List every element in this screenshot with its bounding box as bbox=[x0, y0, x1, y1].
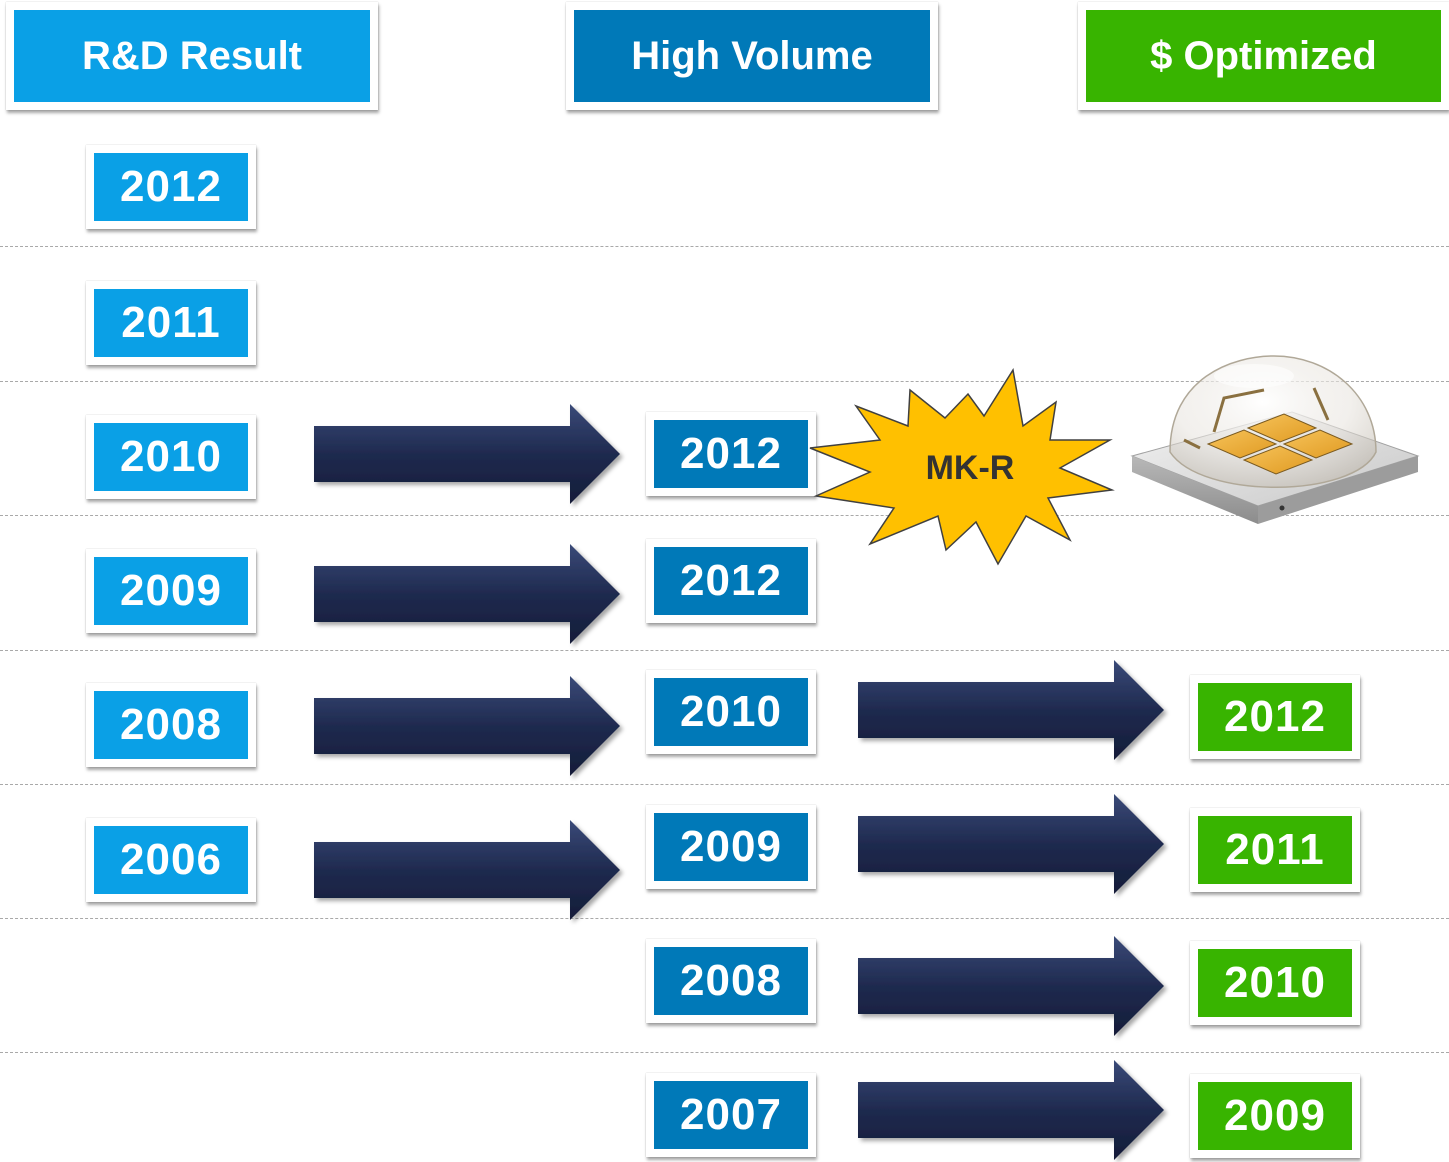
rd-year-box: 2008 bbox=[86, 683, 256, 767]
led-package-icon bbox=[1114, 348, 1430, 554]
row-divider bbox=[0, 1052, 1449, 1053]
right-arrow-icon bbox=[312, 674, 624, 778]
mk-r-starburst: MK-R bbox=[808, 367, 1118, 568]
hv-year-box: 2007 bbox=[646, 1073, 816, 1157]
opt-year-box: 2012 bbox=[1190, 675, 1360, 759]
hv-year-box: 2010 bbox=[646, 670, 816, 754]
rd-year-box: 2006 bbox=[86, 818, 256, 902]
hv-year-box: 2009 bbox=[646, 805, 816, 889]
header-rd-result: R&D Result bbox=[6, 2, 378, 110]
opt-year-box: 2009 bbox=[1190, 1074, 1360, 1158]
header-high-volume: High Volume bbox=[566, 2, 938, 110]
hv-year-box: 2012 bbox=[646, 539, 816, 623]
rd-year-box: 2012 bbox=[86, 145, 256, 229]
right-arrow-icon bbox=[856, 1058, 1168, 1162]
right-arrow-icon bbox=[856, 658, 1168, 762]
right-arrow-icon bbox=[312, 402, 624, 506]
hv-year-box: 2008 bbox=[646, 939, 816, 1023]
row-divider bbox=[0, 784, 1449, 785]
row-divider bbox=[0, 246, 1449, 247]
rd-year-box: 2011 bbox=[86, 281, 256, 365]
rd-year-box: 2009 bbox=[86, 549, 256, 633]
right-arrow-icon bbox=[312, 542, 624, 646]
right-arrow-icon bbox=[312, 818, 624, 922]
opt-year-box: 2011 bbox=[1190, 808, 1360, 892]
row-divider bbox=[0, 918, 1449, 919]
hv-year-box: 2012 bbox=[646, 412, 816, 496]
starburst-icon bbox=[809, 367, 1115, 566]
row-divider bbox=[0, 381, 1449, 382]
row-divider bbox=[0, 515, 1449, 516]
rd-year-box: 2010 bbox=[86, 415, 256, 499]
mk-r-label: MK-R bbox=[925, 448, 1015, 487]
header-optimized: $ Optimized bbox=[1078, 2, 1449, 110]
row-divider bbox=[0, 650, 1449, 651]
opt-year-box: 2010 bbox=[1190, 941, 1360, 1025]
right-arrow-icon bbox=[856, 792, 1168, 896]
right-arrow-icon bbox=[856, 934, 1168, 1038]
